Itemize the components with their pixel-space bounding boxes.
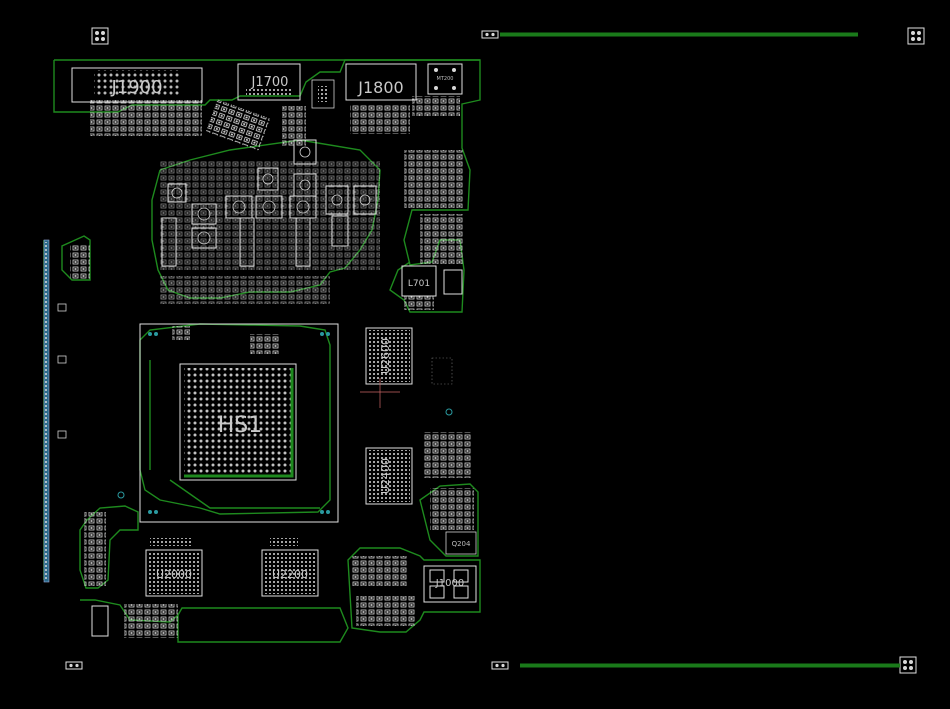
pad-left-1 <box>57 303 67 312</box>
smd-cluster-right-mid <box>352 432 474 626</box>
label-j1800: J1800 <box>357 78 403 97</box>
marker-bottom-left <box>65 661 83 670</box>
marker-top-center <box>481 30 499 39</box>
fiducial-bottom-right <box>899 656 917 674</box>
label-l701: L701 <box>408 279 430 289</box>
label-j1900: J1900 <box>110 77 162 98</box>
alignment-crosshair <box>117 357 453 499</box>
smd-cluster-bottom-left <box>84 512 298 638</box>
pad-left-2 <box>57 355 67 364</box>
connector-small-top <box>311 79 335 109</box>
connector-j1900: J1900 <box>71 67 203 103</box>
fiducial-top-left <box>91 27 109 45</box>
label-mt200: MT200 <box>437 76 454 82</box>
connector-mt200: MT200 <box>427 63 463 95</box>
smd-cluster-top-right <box>350 96 464 208</box>
label-q204: Q204 <box>452 540 471 548</box>
connector-j1000: J1000 <box>423 565 477 603</box>
label-u2200: U2200 <box>272 568 308 581</box>
smd-cluster-bottom-row <box>160 276 330 304</box>
edge-connector-left <box>43 239 50 583</box>
connector-j1700: J1700 <box>237 63 301 101</box>
transistor-q204: Q204 <box>445 531 477 555</box>
smd-cluster-power <box>160 160 380 270</box>
fiducial-top-right <box>907 27 925 45</box>
smd-cluster-top-mid <box>205 99 306 151</box>
inductor-l701: L701 <box>401 214 464 310</box>
smd-cluster-top-left <box>90 100 202 136</box>
label-u2600: U2600 <box>379 338 392 374</box>
memory-u2200: U2200 <box>261 549 319 597</box>
marker-bottom-center <box>491 661 509 670</box>
label-hs1: HS1 <box>218 413 263 438</box>
label-j1000: J1000 <box>435 578 464 589</box>
smd-cluster-left-mid <box>70 244 90 280</box>
inductor-array <box>161 139 377 267</box>
memory-u2400: U2400 <box>365 447 413 505</box>
memory-u2600: U2600 <box>365 327 413 385</box>
label-u2000: U2000 <box>156 568 192 581</box>
memory-u2000: U2000 <box>145 549 203 597</box>
connector-j1800: J1800 <box>345 63 417 101</box>
gpu-package: HS1 <box>139 323 339 523</box>
label-j1700: J1700 <box>251 75 289 90</box>
pad-left-3 <box>57 430 67 439</box>
label-u2400: U2400 <box>379 458 392 494</box>
